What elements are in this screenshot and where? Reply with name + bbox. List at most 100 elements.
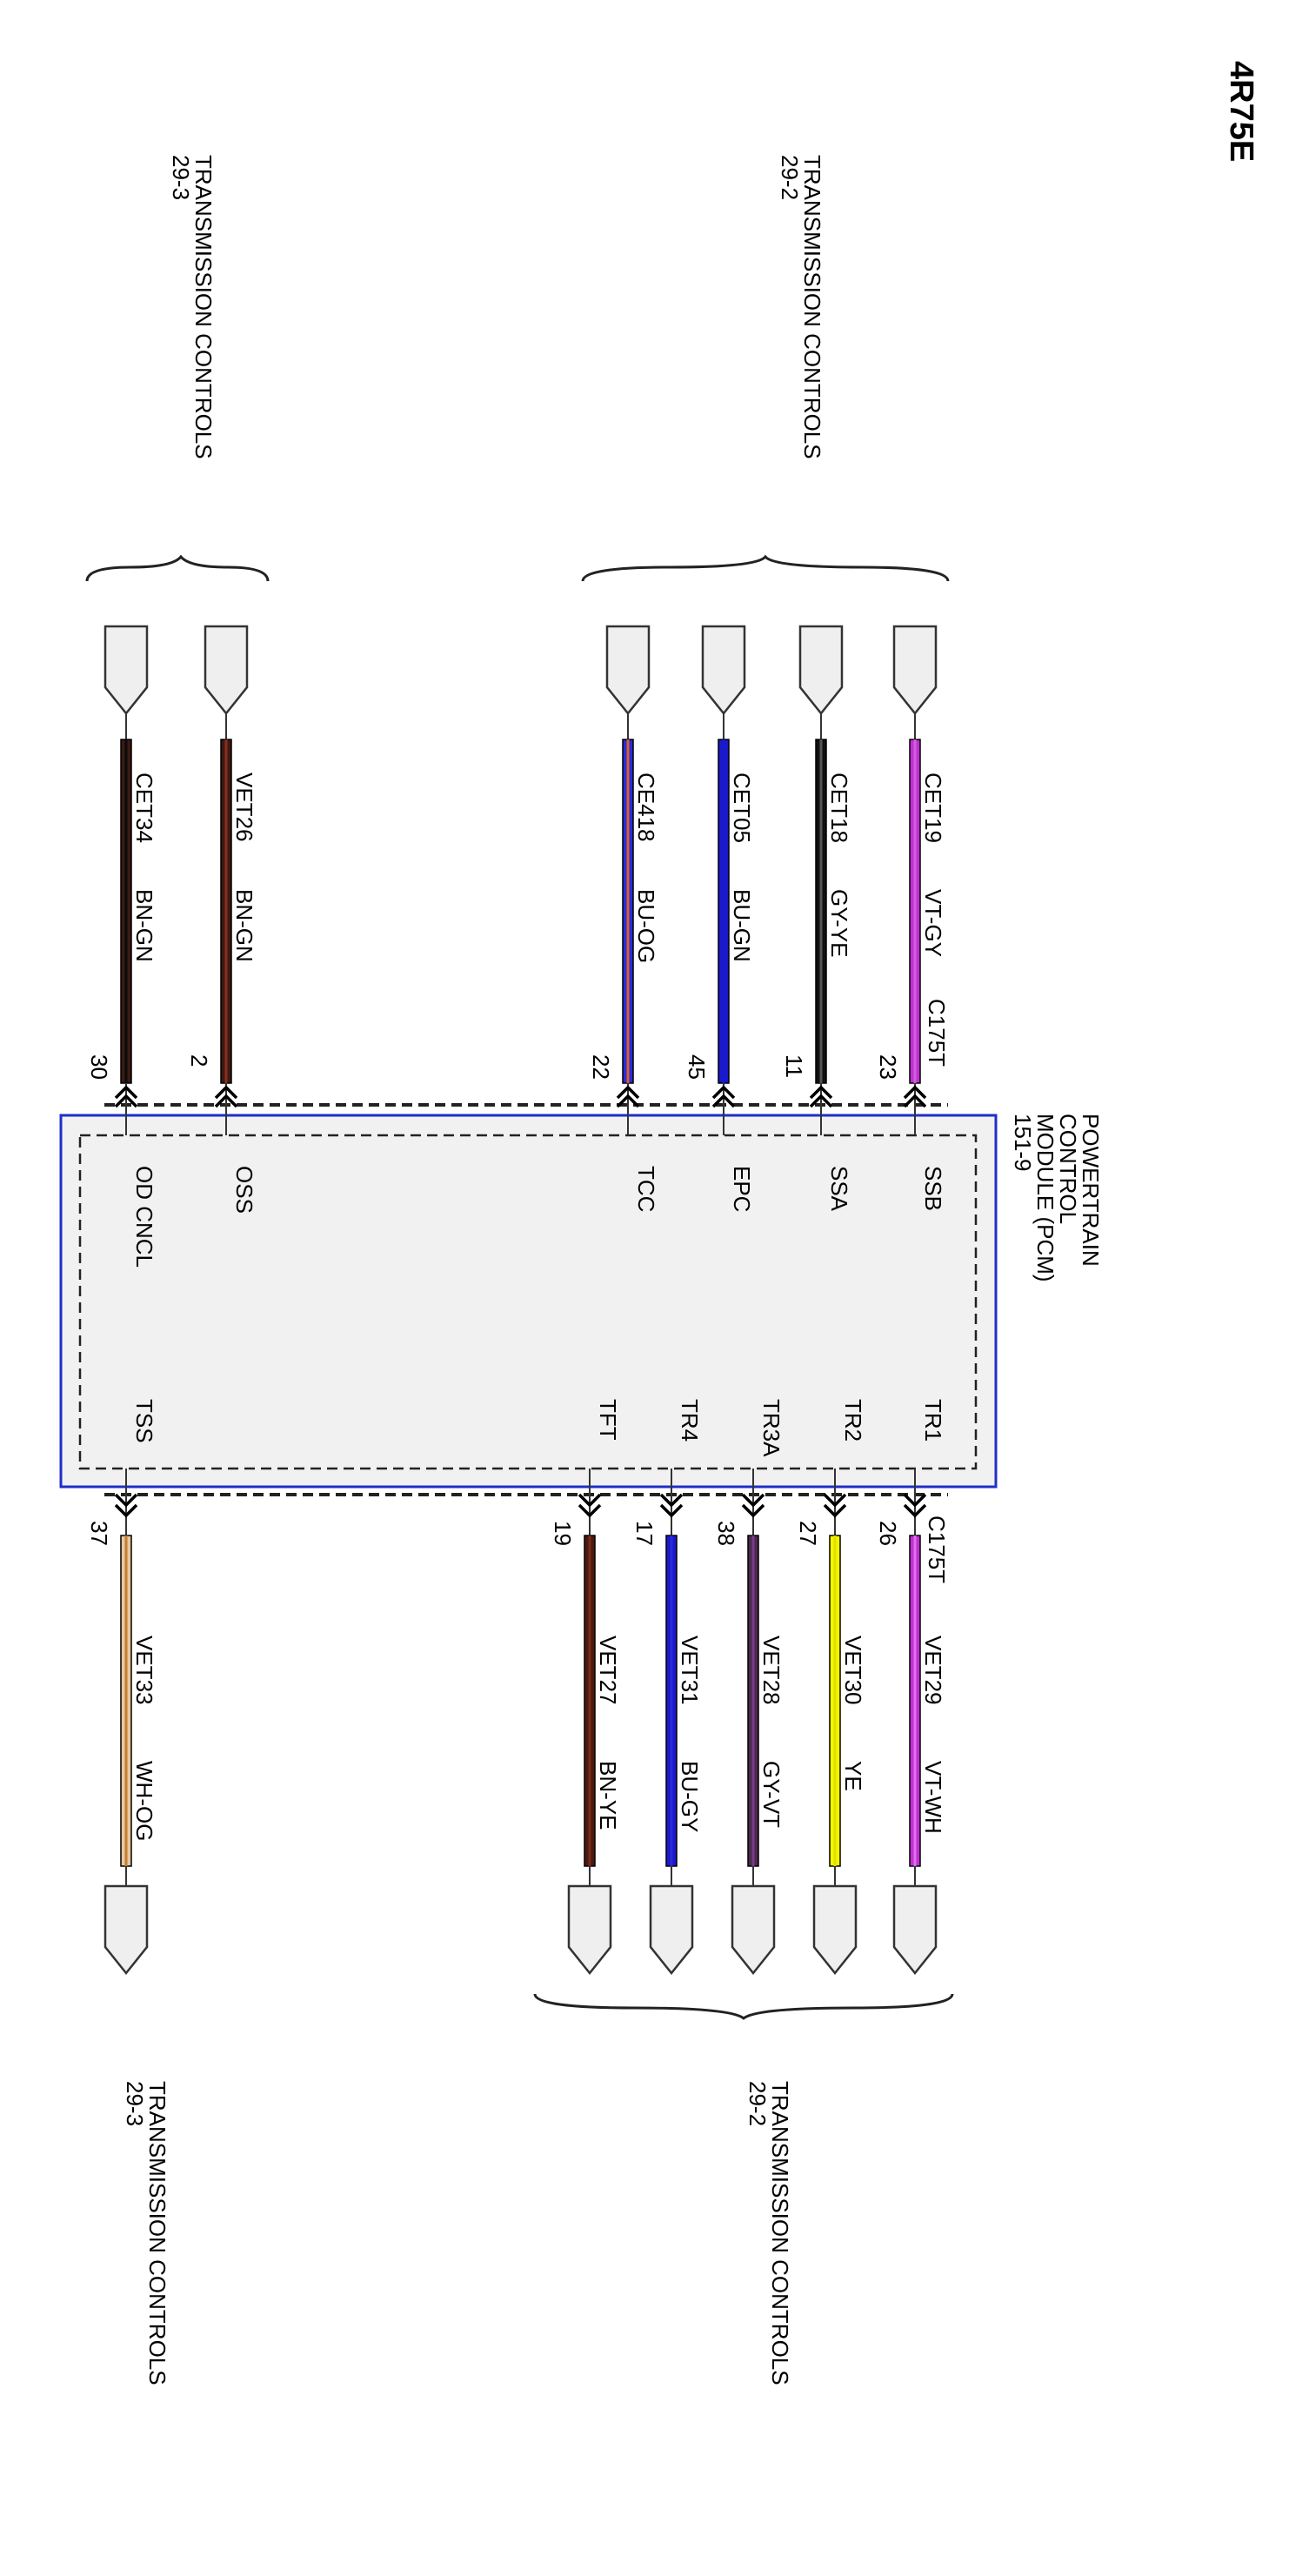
bottom-wire-3-circuit: VET28 <box>758 1636 785 1705</box>
group-ref-bottom-left: 29-3 <box>122 2081 148 2126</box>
top-wire-2-terminal <box>605 625 651 716</box>
bottom-wire-5-arrow <box>903 1493 927 1508</box>
top-wire-5-color-label: VT-GY <box>920 889 946 957</box>
top-wire-4-color-label: GY-YE <box>826 889 852 958</box>
pcm-name-line-2: CONTROL <box>1055 1114 1081 1224</box>
top-wire-0-color-label: BN-GN <box>131 889 157 962</box>
top-wire-2-signal: TCC <box>633 1166 659 1212</box>
bottom-wire-3-arrow <box>741 1493 765 1508</box>
bottom-wire-4-stripe <box>833 1536 837 1866</box>
top-wire-4-pin: 11 <box>781 1054 807 1078</box>
bottom-wire-2-arrow-2 <box>659 1503 684 1518</box>
bottom-wire-group: VET33WH-OG37TSSVET27BN-YE19TFTVET31BU-GY… <box>86 1399 946 1976</box>
top-wire-2-circuit: CE418 <box>633 773 659 842</box>
bottom-wire-5-pin: 26 <box>875 1521 901 1546</box>
top-wire-2-stripe <box>626 739 630 1083</box>
pcm-module-box <box>59 1114 998 1489</box>
top-wire-5-signal: SSB <box>920 1166 946 1211</box>
group-label-top-left: TRANSMISSION CONTROLS <box>190 155 217 459</box>
bottom-wire-0-signal: TSS <box>131 1399 157 1443</box>
top-wire-4-terminal <box>798 625 844 716</box>
bottom-wire-1-terminal <box>567 1884 612 1976</box>
top-wire-3-color-label: BU-GN <box>729 889 755 962</box>
bottom-wire-1-arrow <box>578 1493 602 1508</box>
top-wire-4-signal: SSA <box>826 1166 852 1212</box>
top-wire-5-circuit: CET19 <box>920 773 946 843</box>
pcm-name-line-3: MODULE (PCM) <box>1032 1114 1058 1282</box>
diagram-title: 4R75E <box>1223 61 1259 162</box>
top-wire-1-stripe <box>224 739 228 1083</box>
top-wire-1-color-label: BN-GN <box>231 889 257 962</box>
group-brace-top-left <box>85 554 270 582</box>
top-wire-3-terminal <box>701 625 746 716</box>
bottom-wire-0-stripe <box>124 1536 128 1866</box>
top-wire-4-stripe <box>819 739 823 1083</box>
top-wire-0-arrow-2 <box>114 1094 138 1108</box>
top-wire-1-arrow <box>214 1085 238 1100</box>
pcm-name-line-1: POWERTRAIN <box>1078 1114 1104 1267</box>
top-wire-0-circuit: CET34 <box>131 773 157 843</box>
bottom-wire-4-color-label: YE <box>840 1761 866 1791</box>
bottom-wire-4-arrow <box>823 1493 847 1508</box>
group-label-bottom-left: TRANSMISSION CONTROLS <box>144 2081 170 2385</box>
top-wire-0-stripe <box>124 739 128 1083</box>
bottom-wire-1-signal: TFT <box>595 1399 621 1441</box>
top-wire-2-pin: 22 <box>588 1054 614 1080</box>
top-wire-4-arrow <box>809 1085 833 1100</box>
top-wire-3-arrow <box>711 1085 736 1100</box>
bottom-wire-1-color-label: BN-YE <box>595 1761 621 1830</box>
top-wire-3-pin: 45 <box>684 1054 710 1080</box>
top-wire-0-signal: OD CNCL <box>131 1166 157 1268</box>
top-wire-4-circuit: CET18 <box>826 773 852 843</box>
bottom-wire-1-arrow-2 <box>578 1503 602 1518</box>
top-wire-5-arrow-2 <box>903 1094 927 1108</box>
group-ref-bottom-right: 29-2 <box>744 2081 771 2126</box>
connector-label-bottom: C175T <box>924 1515 950 1583</box>
top-wire-4-arrow-2 <box>809 1094 833 1108</box>
bottom-wire-4-circuit: VET30 <box>840 1636 866 1705</box>
group-label-top-right: TRANSMISSION CONTROLS <box>799 155 825 459</box>
bottom-wire-3-pin: 38 <box>713 1521 739 1546</box>
bottom-wire-0-pin: 37 <box>86 1521 112 1546</box>
bottom-wire-4-pin: 27 <box>795 1521 821 1546</box>
bottom-wire-5-terminal <box>892 1884 938 1976</box>
top-wire-3-arrow-2 <box>711 1094 736 1108</box>
bottom-wire-0-arrow-2 <box>114 1503 138 1518</box>
connector-label-top: C175T <box>924 999 950 1067</box>
bottom-wire-3-color-label: GY-VT <box>758 1761 785 1828</box>
bottom-wire-2-arrow <box>659 1493 684 1508</box>
bottom-wire-5-circuit: VET29 <box>920 1636 946 1705</box>
bottom-wire-0-terminal <box>103 1884 149 1976</box>
top-wire-2-arrow <box>616 1085 640 1100</box>
top-wire-2-arrow-2 <box>616 1094 640 1108</box>
bottom-wire-2-signal: TR4 <box>677 1399 703 1442</box>
group-brace-top-right <box>581 554 950 582</box>
top-wire-3-stripe <box>722 739 725 1083</box>
group-ref-top-left: 29-3 <box>168 155 194 200</box>
top-wire-5-stripe <box>913 739 917 1083</box>
top-wire-0-terminal <box>103 625 149 716</box>
top-wire-0-arrow <box>114 1085 138 1100</box>
bottom-wire-3-arrow-2 <box>741 1503 765 1518</box>
bottom-wire-0-arrow <box>114 1493 138 1508</box>
bottom-wire-2-color-label: BU-GY <box>677 1761 703 1832</box>
bottom-wire-3-signal: TR3A <box>758 1399 785 1457</box>
top-wire-5-terminal <box>892 625 938 716</box>
bottom-wire-0-color-label: WH-OG <box>131 1761 157 1841</box>
top-wire-2-color-label: BU-OG <box>633 889 659 963</box>
bottom-wire-2-stripe <box>670 1536 673 1866</box>
top-wire-1-arrow-2 <box>214 1094 238 1108</box>
bottom-wire-3-terminal <box>731 1884 776 1976</box>
bottom-wire-4-terminal <box>812 1884 858 1976</box>
group-label-bottom-right: TRANSMISSION CONTROLS <box>767 2081 793 2385</box>
top-wire-1-circuit: VET26 <box>231 773 257 842</box>
group-brace-bottom-right <box>533 1993 954 2020</box>
pcm-ref: 151-9 <box>1010 1114 1036 1172</box>
bottom-wire-0-circuit: VET33 <box>131 1636 157 1705</box>
bottom-wire-2-pin: 17 <box>631 1521 658 1546</box>
pcm-inner-outline <box>78 1134 978 1470</box>
bottom-wire-2-circuit: VET31 <box>677 1636 703 1705</box>
top-wire-1-terminal <box>204 625 249 716</box>
